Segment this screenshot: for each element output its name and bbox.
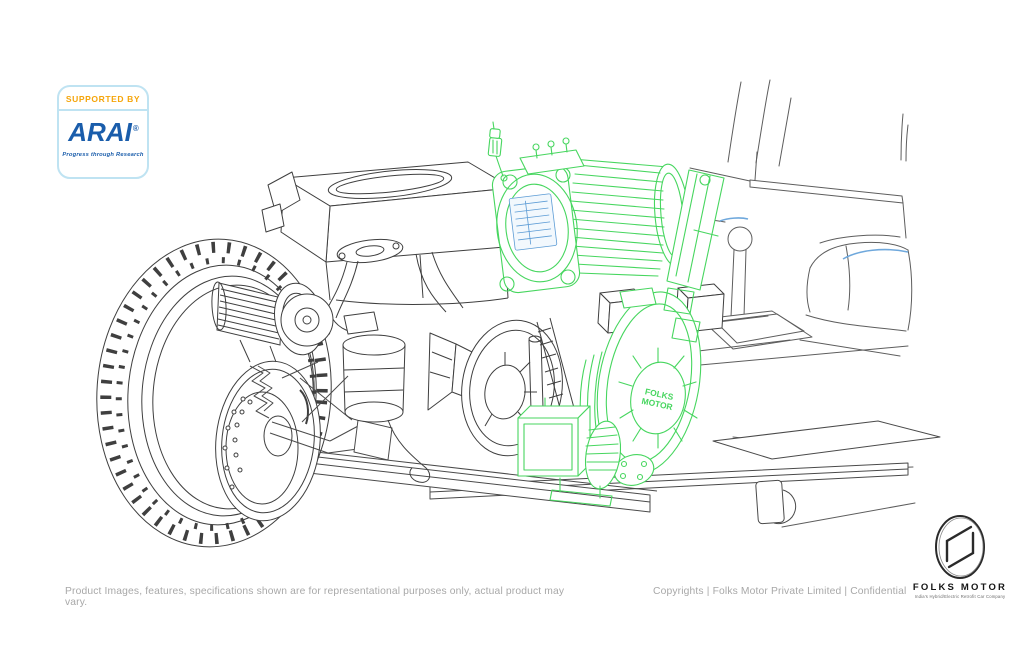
arai-tagline: Progress through Research (62, 152, 144, 158)
hv-cable-routing (719, 217, 909, 260)
motor-nameplate (508, 193, 558, 251)
brake-disc (222, 389, 309, 505)
terminal-box (519, 149, 585, 175)
car-body-outline (661, 79, 916, 528)
suspension (249, 361, 393, 461)
folks-motor-tagline: India's Hybrid/Electric Retrofit Car Com… (914, 594, 1006, 599)
coupling-arm (663, 169, 725, 343)
folks-motor-logo: FOLKS MOTOR India's Hybrid/Electric Retr… (912, 514, 1008, 606)
cable-connector (487, 121, 508, 182)
controller-box (517, 397, 591, 477)
folks-motor-monogram (935, 515, 985, 579)
car-seat (799, 234, 913, 357)
arai-brand-text: ARAI (68, 117, 132, 147)
arai-badge: SUPPORTED BY ARAI® Progress through Rese… (57, 85, 149, 179)
exhaust-muffler (342, 334, 431, 483)
arai-logo: ARAI® (68, 119, 139, 150)
footer-copyright: Copyrights | Folks Motor Private Limited… (653, 586, 907, 597)
motor-cooling-fins (569, 164, 665, 277)
blue-details (508, 193, 909, 260)
clutch-drum (584, 420, 622, 490)
engine-pulley (280, 293, 334, 347)
gear-lever (704, 226, 813, 350)
footer-disclaimer: Product Images, features, specifications… (65, 586, 565, 608)
arai-supported-by-label: SUPPORTED BY (59, 87, 147, 111)
chassis-frame (282, 420, 941, 525)
exhaust-manifold (321, 238, 464, 335)
arai-registered-mark: ® (132, 124, 139, 133)
mounting-rack (536, 317, 575, 413)
gearbox-ribs (618, 347, 698, 449)
front-wheel (96, 238, 332, 548)
tire-tread (100, 241, 328, 545)
folks-motor-name: FOLKS MOTOR (912, 582, 1008, 593)
